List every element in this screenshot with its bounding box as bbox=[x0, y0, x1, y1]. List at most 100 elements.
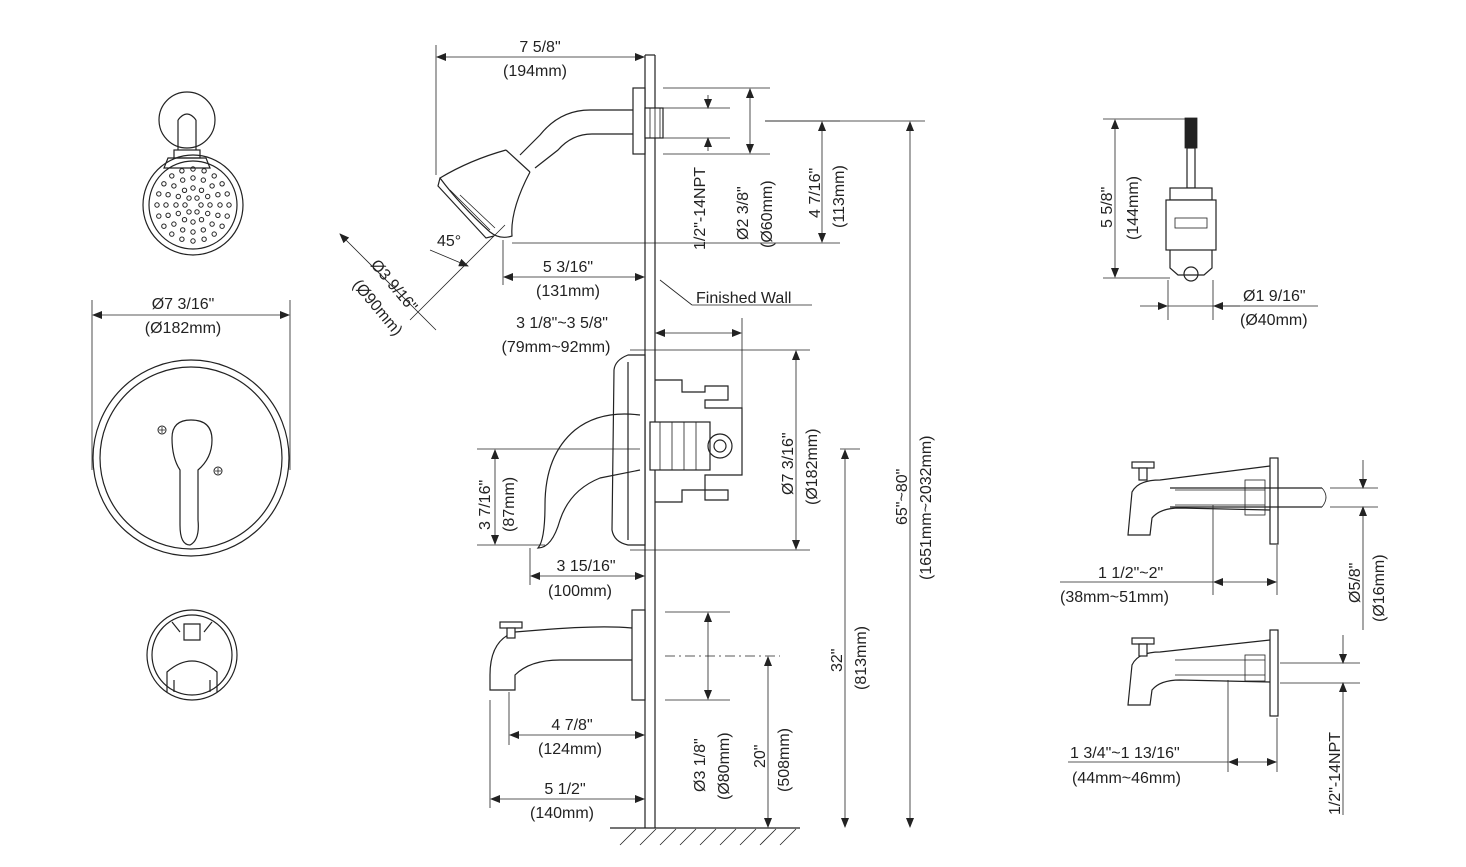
spray-hole bbox=[211, 173, 217, 179]
handle-height-label: 3 7/16" bbox=[477, 480, 494, 530]
spray-hole bbox=[165, 192, 171, 198]
spray-hole bbox=[181, 187, 188, 194]
spray-hole bbox=[224, 191, 230, 197]
floor-hatch-line bbox=[659, 828, 677, 846]
arm-flange-dia-label: Ø2 3/8" bbox=[735, 186, 752, 240]
spout-length-label: 5 1/2" bbox=[544, 781, 585, 798]
spray-hole bbox=[211, 231, 217, 237]
spout-slip-detail: Ø5/8" (Ø16mm) 1 1/2"~2" (38mm~51mm) bbox=[1060, 457, 1388, 630]
spray-hole bbox=[200, 177, 207, 183]
spray-hole bbox=[215, 192, 221, 198]
trim-dia-mm-label: (Ø182mm) bbox=[804, 429, 821, 505]
cartridge-dia-label: Ø1 9/16" bbox=[1243, 288, 1306, 305]
spray-hole bbox=[200, 227, 207, 233]
floor-hatch-line bbox=[719, 828, 737, 846]
valve-depth-mm-label: (79mm~92mm) bbox=[502, 339, 611, 356]
valve-body-side-view bbox=[536, 354, 743, 549]
thread-insert-label: 1 3/4"~1 13/16" bbox=[1070, 745, 1180, 762]
handle-proj-mm-label: (100mm) bbox=[548, 583, 612, 600]
floor-hatch-line bbox=[739, 828, 757, 846]
spray-hole bbox=[194, 209, 200, 215]
valve-height-label: 32" bbox=[829, 649, 846, 672]
spout-flange-dia-label: Ø3 1/8" bbox=[692, 738, 709, 792]
spray-hole bbox=[179, 168, 185, 174]
total-height-mm-label: (1651mm~2032mm) bbox=[918, 436, 935, 581]
floor-hatch-line bbox=[699, 828, 717, 846]
arm-length-mm-label: (194mm) bbox=[503, 63, 567, 80]
spray-hole bbox=[190, 175, 196, 181]
cartridge-dia-mm-label: (Ø40mm) bbox=[1240, 312, 1308, 329]
valve-depth-label: 3 1/8"~3 5/8" bbox=[516, 315, 608, 332]
angle-label: 45° bbox=[437, 233, 461, 250]
spray-hole bbox=[190, 229, 196, 235]
pipe-insert-label: 1 1/2"~2" bbox=[1098, 565, 1163, 582]
spray-hole bbox=[156, 191, 162, 197]
spout-reach-mm-label: (124mm) bbox=[538, 741, 602, 758]
pipe-dia-label: Ø5/8" bbox=[1347, 563, 1364, 603]
finished-wall-label: Finished Wall bbox=[696, 290, 791, 307]
spray-hole bbox=[154, 202, 160, 208]
total-height-label: 65"~80" bbox=[894, 469, 911, 525]
spout-height-label: 20" bbox=[752, 745, 769, 768]
spray-hole bbox=[175, 193, 182, 200]
npt-top-label: 1/2"-14NPT bbox=[692, 167, 709, 250]
spout-front-view bbox=[146, 609, 238, 701]
head-drop-mm-label: (113mm) bbox=[831, 165, 848, 228]
spray-hole bbox=[169, 173, 175, 179]
handle-height-mm-label: (87mm) bbox=[501, 477, 518, 532]
spray-hole bbox=[186, 209, 192, 215]
spray-hole bbox=[215, 212, 221, 219]
flange-dia-label: Ø7 3/16" bbox=[152, 296, 215, 313]
head-drop-label: 4 7/16" bbox=[807, 168, 824, 218]
spray-hole bbox=[180, 177, 186, 183]
trim-plate-front-view: Ø7 3/16" (Ø182mm) bbox=[91, 296, 291, 557]
spray-hole bbox=[207, 202, 213, 208]
floor-hatch-line bbox=[639, 828, 657, 846]
spray-hole bbox=[209, 183, 215, 189]
spray-hole bbox=[219, 223, 225, 229]
spray-hole bbox=[171, 183, 177, 189]
spray-hole bbox=[201, 236, 207, 242]
spray-hole bbox=[205, 193, 211, 200]
spout-length-mm-label: (140mm) bbox=[530, 805, 594, 822]
spout-height-mm-label: (508mm) bbox=[776, 728, 793, 792]
spray-hole bbox=[161, 181, 167, 187]
trim-dia-label: Ø7 3/16" bbox=[780, 432, 797, 495]
cartridge-height-label: 5 5/8" bbox=[1099, 187, 1116, 228]
spray-hole bbox=[198, 217, 205, 223]
spray-hole bbox=[209, 221, 215, 227]
pipe-insert-mm-label: (38mm~51mm) bbox=[1060, 589, 1169, 606]
npt-bottom-label: 1/2"-14NPT bbox=[1327, 732, 1344, 815]
spray-hole bbox=[171, 221, 177, 227]
floor-hatch-line bbox=[619, 828, 637, 846]
spray-hole bbox=[169, 231, 175, 237]
spray-hole bbox=[165, 212, 171, 219]
spray-hole bbox=[190, 185, 196, 191]
handle-proj-label: 3 15/16" bbox=[556, 558, 615, 575]
spout-reach-label: 4 7/8" bbox=[551, 717, 592, 734]
thread-insert-mm-label: (44mm~46mm) bbox=[1072, 770, 1181, 787]
spray-hole bbox=[182, 202, 188, 208]
spray-hole bbox=[163, 202, 169, 208]
spray-hole bbox=[198, 202, 204, 208]
spray-hole bbox=[194, 195, 200, 201]
spout-flange-dia-mm-label: (Ø80mm) bbox=[716, 732, 733, 800]
tub-spout-side-view bbox=[489, 609, 646, 701]
spray-hole bbox=[180, 227, 186, 233]
spray-hole bbox=[226, 202, 232, 208]
spout-thread-detail: 1/2"-14NPT 1 3/4"~1 13/16" (44mm~46mm) bbox=[1068, 629, 1360, 815]
head-proj-mm-label: (131mm) bbox=[536, 283, 600, 300]
showerhead-side-view bbox=[437, 87, 664, 239]
head-proj-label: 5 3/16" bbox=[543, 259, 593, 276]
floor-hatch-line bbox=[779, 828, 797, 846]
spray-hole bbox=[219, 181, 225, 187]
spray-hole bbox=[190, 166, 196, 172]
spray-hole bbox=[190, 238, 196, 244]
arm-flange-dia-mm-label: (Ø60mm) bbox=[759, 180, 776, 248]
cartridge-view: 5 5/8" (144mm) Ø1 9/16" (Ø40mm) bbox=[1099, 117, 1318, 329]
showerhead-front-view bbox=[142, 91, 244, 256]
spray-hole bbox=[173, 202, 179, 208]
cartridge-height-mm-label: (144mm) bbox=[1125, 176, 1142, 240]
spray-hole bbox=[224, 213, 230, 219]
